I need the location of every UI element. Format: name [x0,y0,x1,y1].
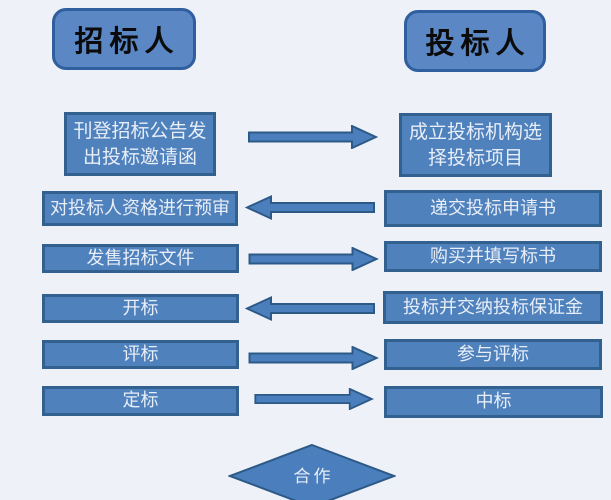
right-step-4: 投标并交纳投标保证金 [383,291,603,324]
right-arrow-icon [248,125,378,149]
left-step-2: 对投标人资格进行预审 [42,191,238,226]
flow-arrow-2 [245,194,375,221]
right-step-6: 中标 [384,386,603,418]
left-step-6: 定标 [42,386,239,416]
cooperation-diamond [228,441,396,500]
flow-arrow-1 [248,125,378,149]
left-step-3: 发售招标文件 [42,244,239,273]
left-step-1: 刊登招标公告发出投标邀请函 [64,112,216,176]
flow-arrow-5 [248,346,379,370]
right-step-5: 参与评标 [384,339,602,370]
right-step-2: 递交投标申请书 [384,190,602,227]
right-arrow-icon [248,247,379,271]
left-arrow-icon [245,295,375,322]
left-step-4: 开标 [42,294,239,323]
left-arrow-icon [245,194,375,221]
right-arrow-icon [248,346,379,370]
flow-arrow-6 [249,388,379,410]
flow-arrow-4 [245,295,375,322]
left-step-5: 评标 [42,340,239,369]
right-step-3: 购买并填写标书 [384,241,602,272]
tenderer-header: 招标人 [52,8,196,70]
cooperation-label: 合作 [293,467,334,487]
bidder-header: 投标人 [404,10,546,72]
flow-arrow-3 [248,247,379,271]
diamond-icon [228,443,396,500]
right-arrow-icon [254,388,374,410]
right-step-1: 成立投标机构选择投标项目 [399,113,552,177]
